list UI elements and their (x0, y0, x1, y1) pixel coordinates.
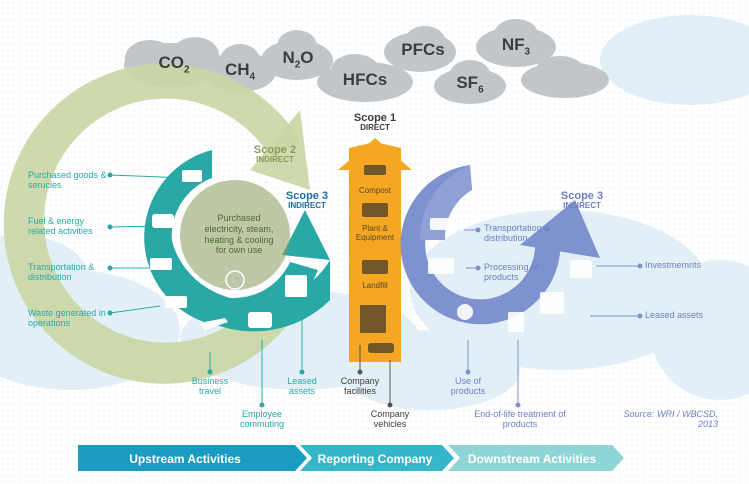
scope3-upstream-arrowhead (282, 210, 330, 260)
label-company-vehicles: Company vehicles (370, 409, 410, 430)
label-purchased-goods: Purchased goods & serucies (28, 170, 107, 191)
gas-hfcs: HFCs (342, 70, 388, 89)
car-icon (368, 343, 394, 353)
coins-icon (570, 260, 592, 278)
band-downstream-label: Downstream Activities (467, 452, 597, 466)
band-downstream (448, 445, 624, 471)
label-employee-commuting: Employee commuting (239, 409, 284, 430)
scope2-inner-circle (180, 180, 290, 290)
scope3-upstream-sweep (148, 215, 330, 332)
scope1-subtitle: DIRECT (360, 123, 390, 133)
landfill-truck-icon (362, 260, 388, 274)
truck-icon (182, 170, 202, 182)
recycle-icon (225, 270, 245, 290)
scope3-downstream-arrowhead (520, 200, 600, 258)
coal-cart-icon (152, 214, 174, 228)
label-leased-assets-upstream: Leased assets (287, 376, 317, 397)
cargo-ship-icon (430, 218, 454, 230)
recycle-bin-icon (508, 312, 524, 332)
purchased-electricity-label: Purchased electricity, steam, heating & … (204, 213, 274, 256)
ship-icon (150, 258, 172, 270)
compost-icon (364, 165, 386, 175)
gas-sf6: SF6 (456, 73, 484, 96)
gas-ch4: CH4 (224, 60, 256, 83)
label-use-of-products: Use of products (450, 376, 486, 397)
upstream-icons (150, 170, 307, 330)
label-leased-assets-downstream: Leased assets (645, 310, 704, 320)
scope2-subtitle: INDIRECT (256, 155, 294, 165)
downstream-connectors (464, 227, 643, 408)
label-fuel-energy: Fuel & energy related activities (28, 216, 93, 237)
label-end-of-life: End-of-life treatment of products (474, 409, 566, 430)
scope1-icons (360, 165, 394, 353)
band-upstream (78, 445, 307, 471)
building-icon (285, 275, 307, 297)
factory-icon (428, 258, 454, 274)
scope3-upstream-subtitle: INDIRECT (288, 201, 326, 211)
gas-clouds (124, 19, 609, 104)
label-transport-downstream: Transportation & distribution (484, 223, 551, 244)
label-plant-equipment: Plant & Equipment (355, 224, 395, 242)
gas-co2: CO2 (158, 53, 190, 76)
airplane-icon (200, 318, 228, 330)
scope2-arrowhead (250, 110, 310, 190)
gas-n2o: N2O (282, 48, 314, 71)
label-waste: Waste generated in operations (28, 308, 106, 329)
label-business-travel: Business travel (191, 376, 229, 397)
scope1-arrowhead (338, 138, 412, 170)
label-landfill: Landfill (362, 281, 388, 290)
dump-truck-icon (165, 296, 187, 308)
downstream-icons (428, 218, 592, 332)
company-connectors (357, 345, 393, 408)
label-compost: Compost (358, 186, 391, 195)
gas-nf3: NF3 (501, 35, 531, 58)
band-upstream-label: Upstream Activities (129, 452, 241, 466)
label-processing: Processing of products (484, 262, 539, 283)
lightbulb-icon (457, 304, 473, 320)
label-company-facilities: Company facilities (340, 376, 380, 397)
factory-building-icon (360, 305, 386, 333)
band-reporting (300, 445, 454, 471)
upstream-connectors (107, 172, 305, 408)
scope3-downstream-subtitle: INDIRECT (563, 201, 601, 211)
band-reporting-label: Reporting Company (317, 452, 433, 466)
label-investments: Investmemnts (645, 260, 702, 270)
office-building-icon (540, 292, 564, 314)
bulldozer-icon (362, 203, 388, 217)
label-transport-upstream: Transportation & distribution (28, 262, 95, 283)
source-note: Source: WRI / WBCSD, 2013 (623, 409, 718, 430)
bus-icon (248, 312, 272, 328)
gas-pfcs: PFCs (401, 40, 445, 59)
